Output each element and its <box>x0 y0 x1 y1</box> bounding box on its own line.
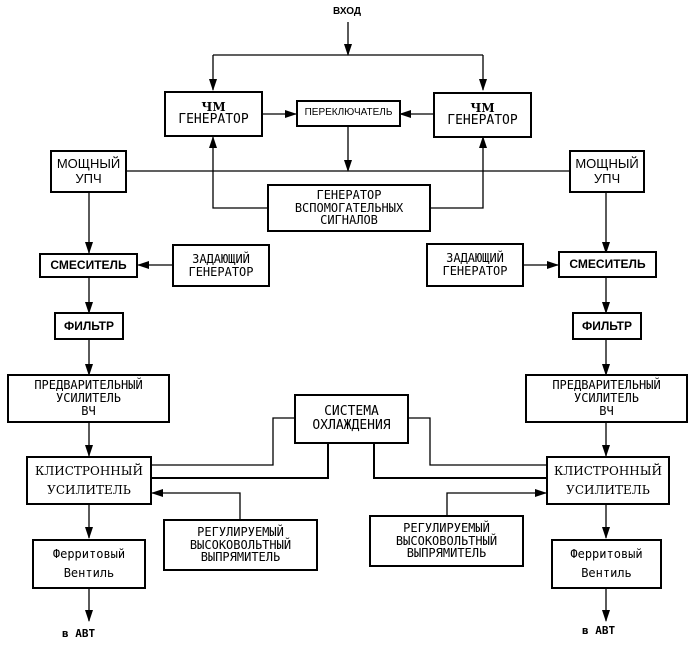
wire-aux-to-fm-right <box>430 136 487 209</box>
klystron-amp-left-line1: КЛИСТРОННЫЙ <box>34 463 144 478</box>
hv-rectifier-right-line3: ВЫПРЯМИТЕЛЬ <box>406 546 487 561</box>
filter-left-label: ФИЛЬТР <box>63 318 115 333</box>
power-if-amp-left: МОЩНЫЙ УПЧ <box>50 150 127 193</box>
hv-rectifier-left: РЕГУЛИРУЕМЫЙ ВЫСОКОВОЛЬТНЫЙ ВЫПРЯМИТЕЛЬ <box>163 519 318 571</box>
hv-rectifier-right-line2: ВЫСОКОВОЛЬТНЫЙ <box>395 533 498 548</box>
cooling-system: СИСТЕМА ОХЛАЖДЕНИЯ <box>294 394 409 444</box>
mixer-right-label: СМЕСИТЕЛЬ <box>569 257 646 272</box>
wire-aux-to-fm-left <box>209 136 268 209</box>
wire-cooling-klystron-left-b <box>152 443 329 479</box>
hv-rectifier-right: РЕГУЛИРУЕМЫЙ ВЫСОКОВОЛЬТНЫЙ ВЫПРЯМИТЕЛЬ <box>369 515 524 567</box>
wire-cooling-klystron-right-b <box>373 443 546 479</box>
mixer-left-label: СМЕСИТЕЛЬ <box>50 258 127 273</box>
klystron-amp-left-line2: УСИЛИТЕЛЬ <box>47 482 131 497</box>
aux-signal-generator-line2: ВСПОМОГАТЕЛЬНЫХ <box>294 200 404 215</box>
master-oscillator-left-line1: ЗАДАЮЩИЙ <box>192 251 250 266</box>
wire-hv-klystron-right <box>446 489 547 516</box>
klystron-amp-left: КЛИСТРОННЫЙ УСИЛИТЕЛЬ <box>26 456 152 505</box>
switch-label: ПЕРЕКЛЮЧАТЕЛЬ <box>304 107 393 119</box>
hv-rectifier-right-line1: РЕГУЛИРУЕМЫЙ <box>403 520 490 535</box>
master-oscillator-left-line2: ГЕНЕРАТОР <box>188 264 254 279</box>
master-oscillator-right-line2: ГЕНЕРАТОР <box>442 264 508 278</box>
ferrite-isolator-right-line1: Ферритовый <box>570 547 643 562</box>
fm-generator-left: ЧМ ГЕНЕРАТОР <box>164 91 263 137</box>
input-label: ВХОД <box>333 6 362 17</box>
aux-signal-generator-line3: СИГНАЛОВ <box>320 213 378 228</box>
preamp-rf-left-line3: ВЧ <box>81 403 96 418</box>
ferrite-isolator-left-line1: Ферритовый <box>52 547 126 562</box>
fm-generator-left-line2: ГЕНЕРАТОР <box>178 112 249 128</box>
fm-generator-right-line2: ГЕНЕРАТОР <box>447 113 518 129</box>
fm-generator-right: ЧМ ГЕНЕРАТОР <box>433 92 532 138</box>
aux-signal-generator-line1: ГЕНЕРАТОР <box>316 187 382 202</box>
master-oscillator-right: ЗАДАЮЩИЙ ГЕНЕРАТОР <box>426 243 524 287</box>
power-if-amp-right-line2: УПЧ <box>593 170 621 186</box>
switch-box: ПЕРЕКЛЮЧАТЕЛЬ <box>296 100 401 127</box>
wire-cooling-klystron-right-a <box>408 417 546 466</box>
output-label-left: в АВТ <box>62 627 96 640</box>
filter-left: ФИЛЬТР <box>54 312 124 340</box>
wire-hv-klystron-left <box>151 489 241 520</box>
cooling-system-line1: СИСТЕМА <box>324 403 379 419</box>
hv-rectifier-left-line1: РЕГУЛИРУЕМЫЙ <box>197 524 284 539</box>
master-oscillator-right-line1: ЗАДАЮЩИЙ <box>446 251 504 266</box>
mixer-left: СМЕСИТЕЛЬ <box>39 253 138 278</box>
mixer-right: СМЕСИТЕЛЬ <box>558 251 657 278</box>
power-if-amp-left-line1: МОЩНЫЙ <box>56 156 121 172</box>
power-if-amp-right-line1: МОЩНЫЙ <box>575 156 639 172</box>
wire-cooling-klystron-left-a <box>152 417 294 466</box>
output-label-right: в АВТ <box>582 624 616 637</box>
fm-generator-left-line1: ЧМ <box>201 99 226 114</box>
klystron-amp-right-line2: УСИЛИТЕЛЬ <box>566 482 650 497</box>
aux-signal-generator: ГЕНЕРАТОР ВСПОМОГАТЕЛЬНЫХ СИГНАЛОВ <box>267 184 431 232</box>
cooling-system-line2: ОХЛАЖДЕНИЯ <box>312 418 391 433</box>
fm-generator-right-line1: ЧМ <box>470 100 495 115</box>
filter-right-label: ФИЛЬТР <box>581 318 633 333</box>
hv-rectifier-left-line3: ВЫПРЯМИТЕЛЬ <box>200 550 281 565</box>
preamp-rf-right-line1: ПРЕДВАРИТЕЛЬНЫЙ <box>552 378 661 393</box>
ferrite-isolator-left-line2: Вентиль <box>63 566 115 580</box>
preamp-rf-left-line2: УСИЛИТЕЛЬ <box>55 391 122 406</box>
hv-rectifier-left-line2: ВЫСОКОВОЛЬТНЫЙ <box>189 537 292 552</box>
ferrite-isolator-right-line2: Вентиль <box>581 566 632 580</box>
power-if-amp-left-line2: УПЧ <box>75 170 102 186</box>
preamp-rf-right: ПРЕДВАРИТЕЛЬНЫЙ УСИЛИТЕЛЬ ВЧ <box>525 374 688 423</box>
power-if-amp-right: МОЩНЫЙ УПЧ <box>569 150 645 193</box>
preamp-rf-right-line2: УСИЛИТЕЛЬ <box>573 391 640 406</box>
preamp-rf-left: ПРЕДВАРИТЕЛЬНЫЙ УСИЛИТЕЛЬ ВЧ <box>7 374 170 423</box>
ferrite-isolator-left: Ферритовый Вентиль <box>32 539 146 589</box>
preamp-rf-left-line1: ПРЕДВАРИТЕЛЬНЫЙ <box>34 378 143 393</box>
ferrite-isolator-right: Ферритовый Вентиль <box>551 539 662 589</box>
filter-right: ФИЛЬТР <box>572 312 642 340</box>
klystron-amp-right: КЛИСТРОННЫЙ УСИЛИТЕЛЬ <box>546 456 670 505</box>
master-oscillator-left: ЗАДАЮЩИЙ ГЕНЕРАТОР <box>172 244 270 287</box>
klystron-amp-right-line1: КЛИСТРОННЫЙ <box>553 463 663 478</box>
preamp-rf-right-line3: ВЧ <box>599 403 614 418</box>
